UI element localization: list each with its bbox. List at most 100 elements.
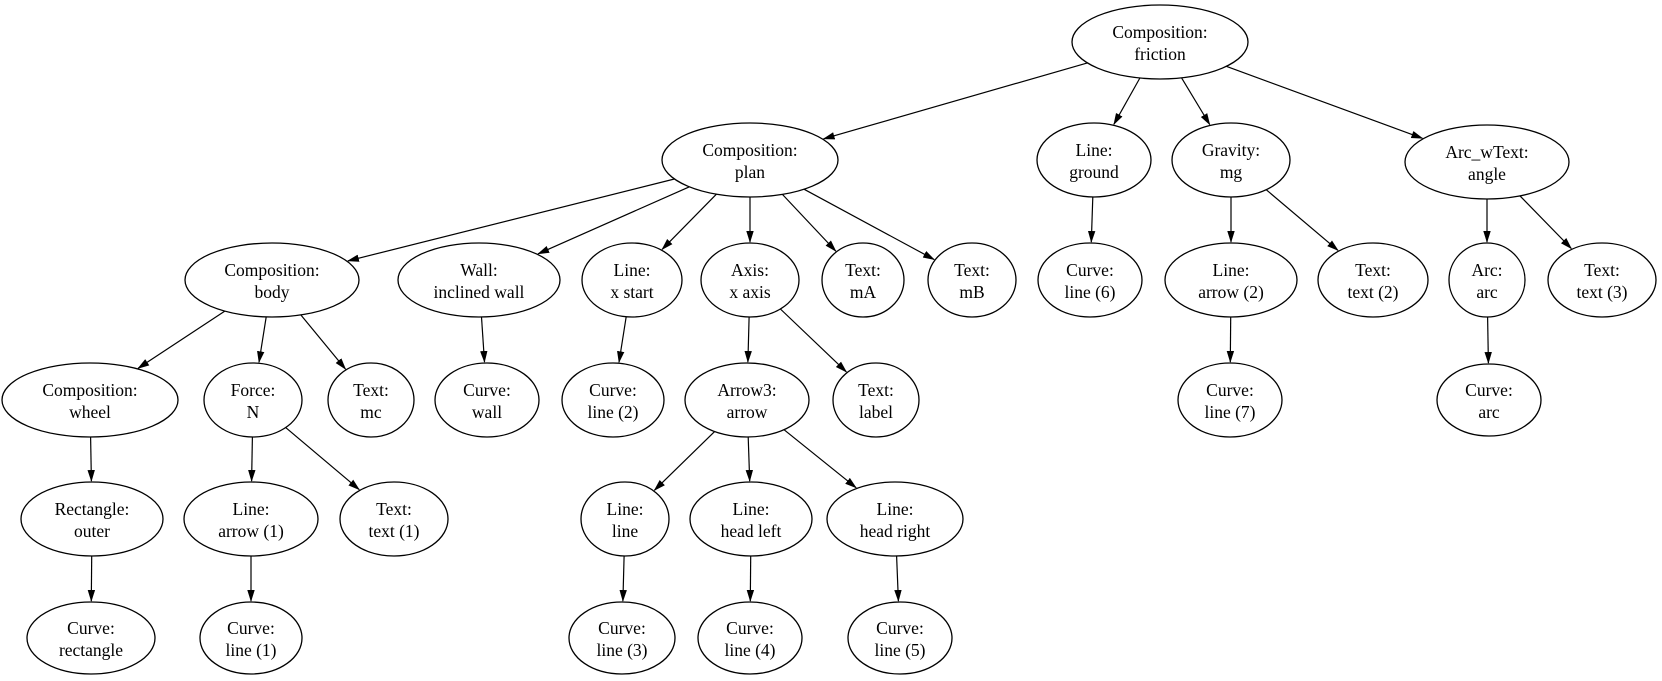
node-N: Force:N xyxy=(203,362,303,438)
node-ellipse xyxy=(568,601,676,675)
edge-head_right-line5 xyxy=(894,555,902,602)
node-type-label: Curve: xyxy=(589,380,637,400)
edge-plan-x_start xyxy=(661,193,717,251)
node-ellipse xyxy=(397,242,561,318)
node-name-label: angle xyxy=(1468,164,1506,184)
node-label: Force:N xyxy=(231,380,276,422)
node-name-label: line (2) xyxy=(587,402,638,422)
node-type-label: Text: xyxy=(353,380,389,400)
node-text2: Text:text (2) xyxy=(1317,242,1429,318)
edge-x_axis-label xyxy=(779,308,848,373)
node-line_seg: Line:line xyxy=(580,481,670,557)
node-label: Text:mc xyxy=(353,380,389,422)
node-angle: Arc_wText:angle xyxy=(1404,124,1570,200)
node-ellipse xyxy=(1164,242,1298,318)
node-name-label: line xyxy=(612,521,638,541)
edge-inclined_wall-wall xyxy=(480,316,488,363)
node-ellipse xyxy=(826,481,964,557)
node-type-label: Curve: xyxy=(876,618,924,638)
node-type-label: Curve: xyxy=(598,618,646,638)
node-line3: Curve:line (3) xyxy=(568,601,676,675)
node-type-label: Composition: xyxy=(224,260,319,280)
node-mB: Text:mB xyxy=(927,242,1017,318)
node-label: Text:text (1) xyxy=(368,499,419,541)
node-ground: Line:ground xyxy=(1036,122,1152,198)
node-arrow1: Line:arrow (1) xyxy=(183,481,319,557)
node-type-label: Arc_wText: xyxy=(1445,142,1528,162)
node-ellipse xyxy=(700,242,800,318)
node-ellipse xyxy=(1436,363,1542,437)
edge-friction-angle xyxy=(1226,65,1424,139)
edge-arrow3-head_left xyxy=(745,436,754,482)
node-type-label: Composition: xyxy=(42,380,137,400)
node-mg: Gravity:mg xyxy=(1171,122,1291,198)
edge-arc-curve_arc xyxy=(1484,316,1492,364)
node-type-label: Text: xyxy=(845,260,881,280)
node-name-label: arc xyxy=(1476,282,1498,302)
node-name-label: arrow (2) xyxy=(1198,282,1264,302)
node-name-label: mA xyxy=(850,282,877,302)
node-ellipse xyxy=(561,362,665,438)
node-type-label: Text: xyxy=(858,380,894,400)
node-label: Curve:line (1) xyxy=(225,618,276,660)
node-name-label: line (4) xyxy=(724,640,775,660)
node-type-label: Line: xyxy=(1213,260,1250,280)
node-label: Line:x start xyxy=(610,260,653,302)
node-name-label: x start xyxy=(610,282,653,302)
node-label: Composition:body xyxy=(224,260,319,302)
edge-wheel-outer xyxy=(87,436,95,482)
node-line2: Curve:line (2) xyxy=(561,362,665,438)
node-name-label: outer xyxy=(74,521,110,541)
node-ellipse xyxy=(1448,242,1526,318)
node-label: Line:head left xyxy=(721,499,782,541)
node-ellipse xyxy=(1036,122,1152,198)
node-arc: Arc:arc xyxy=(1448,242,1526,318)
node-ellipse xyxy=(1177,362,1283,438)
node-name-label: mc xyxy=(360,402,382,422)
node-layer: Composition:frictionComposition:planLine… xyxy=(1,4,1657,675)
node-line7: Curve:line (7) xyxy=(1177,362,1283,438)
node-label: Arc:arc xyxy=(1471,260,1502,302)
node-name-label: N xyxy=(247,402,260,422)
node-type-label: Arc: xyxy=(1471,260,1502,280)
node-ellipse xyxy=(339,481,449,557)
node-label: Line:line xyxy=(607,499,644,541)
node-name-label: plan xyxy=(735,162,765,182)
node-ellipse xyxy=(580,481,670,557)
edge-friction-plan xyxy=(822,62,1088,140)
edge-plan-inclined_wall xyxy=(537,186,690,255)
node-label: Curve:arc xyxy=(1465,380,1513,422)
node-label: Axis:x axis xyxy=(729,260,771,302)
node-name-label: text (1) xyxy=(368,521,419,541)
node-arrow3: Arrow3:arrow xyxy=(684,362,810,438)
node-label: Curve:line (6) xyxy=(1064,260,1115,302)
node-line4: Curve:line (4) xyxy=(697,601,803,675)
node-ellipse xyxy=(1171,122,1291,198)
node-label: Curve:line (2) xyxy=(587,380,638,422)
edge-body-mc xyxy=(300,314,347,370)
node-ellipse xyxy=(1071,4,1249,80)
node-ellipse xyxy=(199,601,303,675)
node-label: Curve:line (3) xyxy=(596,618,647,660)
node-name-label: label xyxy=(859,402,893,422)
edge-friction-ground xyxy=(1113,77,1141,126)
node-ellipse xyxy=(327,362,415,438)
node-label: Line:ground xyxy=(1069,140,1119,182)
node-ellipse xyxy=(1317,242,1429,318)
node-name-label: rectangle xyxy=(59,640,123,660)
node-type-label: Text: xyxy=(1584,260,1620,280)
node-type-label: Line: xyxy=(733,499,770,519)
node-label: Curve:wall xyxy=(463,380,511,422)
node-name-label: friction xyxy=(1134,44,1186,64)
node-x_axis: Axis:x axis xyxy=(700,242,800,318)
node-name-label: x axis xyxy=(729,282,771,302)
node-ellipse xyxy=(684,362,810,438)
node-ellipse xyxy=(183,481,319,557)
node-name-label: body xyxy=(255,282,290,302)
edge-ground-line6 xyxy=(1087,196,1096,243)
node-inclined_wall: Wall:inclined wall xyxy=(397,242,561,318)
node-ellipse xyxy=(1,362,179,438)
node-name-label: line (7) xyxy=(1204,402,1255,422)
node-type-label: Curve: xyxy=(1206,380,1254,400)
